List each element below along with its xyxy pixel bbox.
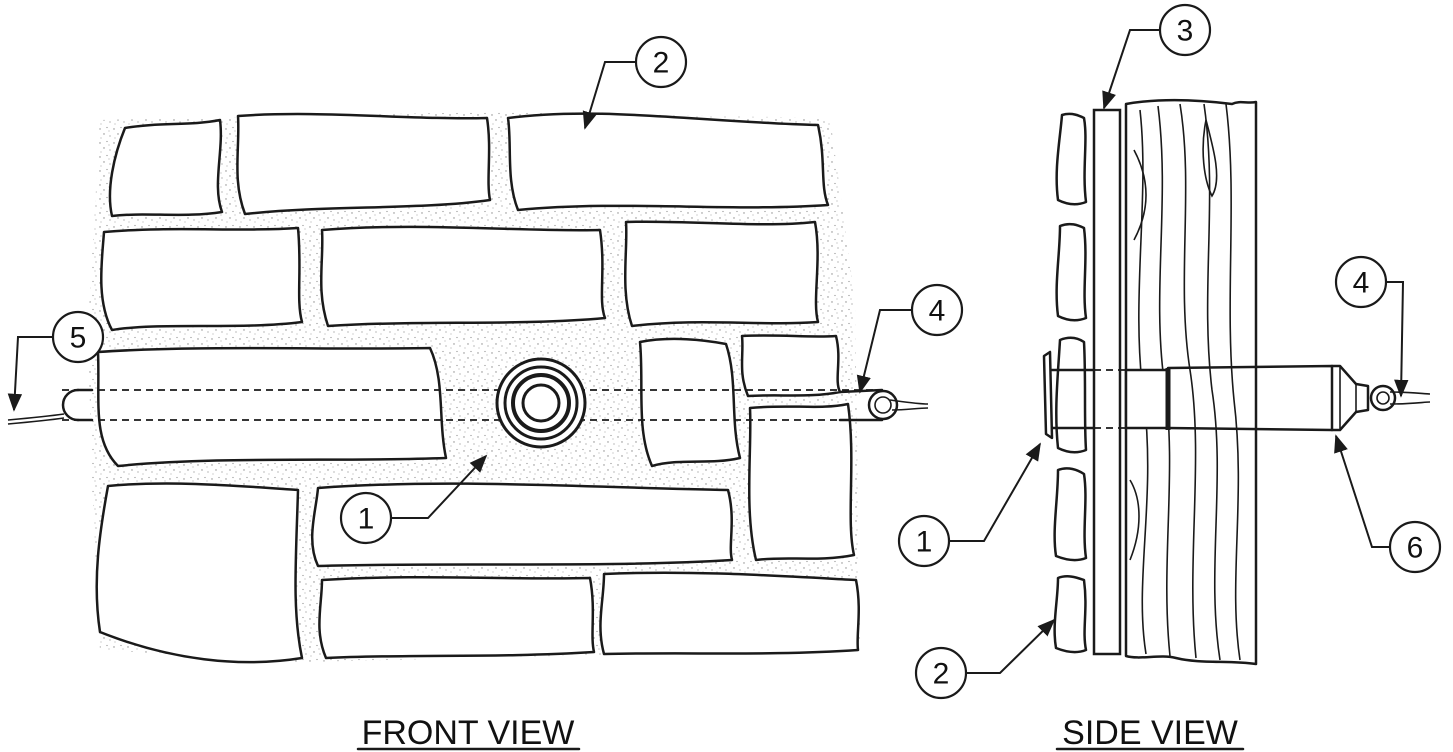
cable (889, 399, 929, 405)
callout-5-front: 5 (7, 310, 105, 412)
callout-3-side: 3 (1102, 3, 1212, 110)
callout-4-side: 4 (1334, 255, 1409, 398)
callout-2-side: 2 (914, 618, 1056, 700)
stone (320, 225, 607, 328)
callout-label: 4 (929, 295, 946, 328)
stone (108, 118, 224, 218)
stone (310, 482, 734, 568)
cable (891, 407, 929, 411)
stone (599, 571, 860, 656)
callout-label: 6 (1407, 532, 1424, 565)
stone-profile (1053, 467, 1088, 562)
callout-label: 2 (933, 658, 950, 691)
side-view: 3 4 1 6 2 SIDE VIEW (897, 3, 1442, 752)
callout-label: 1 (358, 503, 375, 536)
callout-label: 4 (1353, 267, 1370, 300)
cable (7, 417, 65, 425)
callout-label: 1 (916, 526, 933, 559)
stone (99, 226, 304, 332)
callout-1-front: 1 (339, 454, 488, 545)
stone-profile (1055, 222, 1088, 322)
stone-profile (1053, 575, 1088, 654)
stone (236, 112, 492, 216)
callout-4-front: 4 (856, 283, 964, 394)
callout-label: 2 (653, 47, 670, 80)
callout-2-front: 2 (582, 35, 688, 130)
stone (638, 337, 742, 468)
front-view: 2 4 5 1 FRONT VIEW (7, 35, 964, 752)
stone (96, 346, 448, 468)
cable (7, 413, 65, 421)
stone (318, 576, 596, 660)
front-view-title: FRONT VIEW (362, 714, 575, 752)
stone-profile (1055, 112, 1088, 206)
stone (95, 482, 304, 664)
callout-label: 3 (1177, 15, 1194, 48)
callout-label: 5 (70, 322, 87, 355)
stone (747, 402, 856, 562)
pipe (61, 388, 899, 422)
sleeve-flange (495, 357, 587, 449)
stone-profile (1055, 336, 1088, 454)
callout-6-side: 6 (1334, 434, 1442, 574)
callout-1-side: 1 (897, 442, 1041, 568)
sheathing-board (1092, 108, 1122, 656)
side-pipe (1042, 350, 1431, 440)
side-view-title: SIDE VIEW (1062, 714, 1238, 752)
stone (623, 220, 820, 328)
stone (506, 112, 830, 212)
wood-stud (1124, 98, 1258, 666)
stone (740, 334, 842, 398)
